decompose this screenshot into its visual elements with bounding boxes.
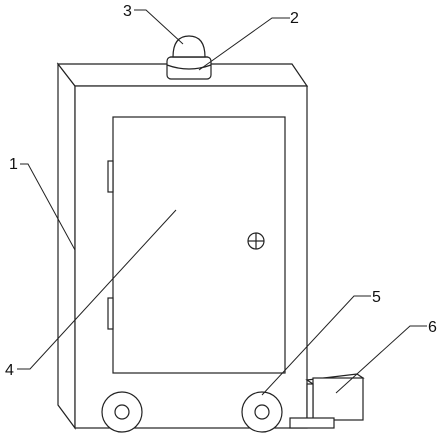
base-strip xyxy=(289,417,335,429)
reference-label-1: 1 xyxy=(9,156,18,173)
left-wheel xyxy=(101,391,143,433)
reference-label-3: 3 xyxy=(123,3,132,20)
reference-label-4: 4 xyxy=(5,362,14,379)
leader-line-1 xyxy=(20,163,76,251)
leader-line-6 xyxy=(335,325,427,394)
door-hinge-lower xyxy=(107,297,114,330)
reference-label-5: 5 xyxy=(372,289,381,306)
leader-line-3 xyxy=(134,9,184,45)
reference-label-2: 2 xyxy=(290,10,299,27)
reference-label-6: 6 xyxy=(428,319,437,336)
leader-line-4 xyxy=(17,209,177,370)
warning-light-dome xyxy=(170,35,208,58)
light-base xyxy=(166,56,212,80)
right-wheel xyxy=(241,391,283,433)
leader-line-2 xyxy=(198,17,290,71)
side-drawer xyxy=(305,373,365,421)
door-hinge-upper xyxy=(107,160,114,193)
leader-line-5 xyxy=(261,295,371,396)
door-knob-icon xyxy=(247,232,265,250)
